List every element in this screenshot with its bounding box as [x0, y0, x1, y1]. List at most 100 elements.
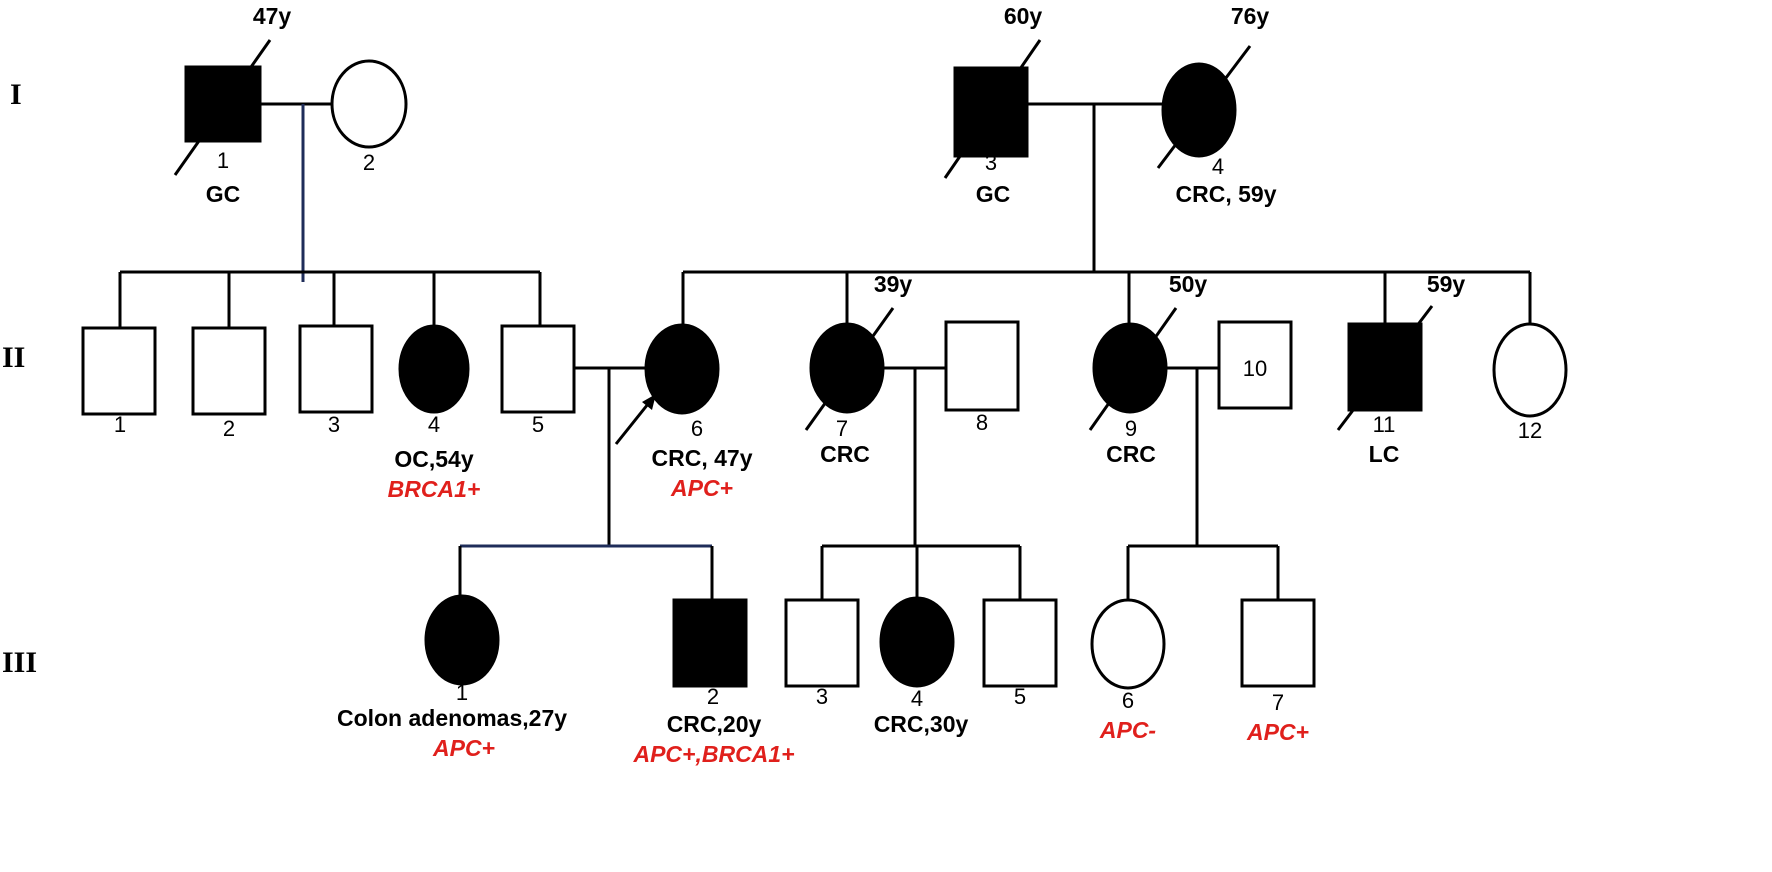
individual-number: 4	[428, 412, 440, 437]
individual-II-5: 5	[500, 324, 576, 437]
individual-number: 6	[691, 416, 703, 441]
individual-number: 11	[1373, 412, 1396, 437]
individual-number: 5	[532, 412, 544, 437]
unaffected-male-symbol	[298, 324, 374, 414]
individual-number: 8	[976, 410, 988, 435]
diagnosis-label: GC	[976, 181, 1011, 207]
individual-I-2: 2	[330, 59, 408, 175]
individual-III-4: 4 CRC,30y	[874, 596, 969, 737]
diagnosis-label: GC	[206, 181, 241, 207]
individual-III-6: 6 APC-	[1090, 598, 1166, 743]
unaffected-male-symbol	[944, 320, 1020, 412]
affected-male-symbol	[672, 598, 748, 688]
individual-III-2: 2 CRC,20y APC+,BRCA1+	[632, 598, 795, 767]
individual-number: 6	[1122, 688, 1134, 713]
individual-III-5: 5	[982, 598, 1058, 709]
unaffected-male-symbol	[1240, 598, 1316, 688]
deceased-slash	[1336, 305, 1434, 431]
unaffected-male-symbol	[81, 326, 157, 416]
unaffected-male-symbol	[982, 598, 1058, 688]
individual-number: 2	[707, 684, 719, 709]
generation-label-II: II	[2, 341, 25, 374]
individual-II-9: 9 50y CRC	[1088, 271, 1208, 467]
deceased-slash	[943, 39, 1042, 179]
individual-II-1: 1	[81, 326, 157, 437]
individual-II-10: 10	[1217, 320, 1293, 410]
individual-II-7: 7 39y CRC	[804, 271, 913, 467]
genetic-test-label: APC+	[670, 475, 733, 501]
diagnosis-label: Colon adenomas,27y	[337, 705, 567, 731]
individual-number: 4	[911, 686, 923, 711]
diagnosis-label: CRC, 47y	[652, 445, 753, 471]
individual-number: 3	[328, 412, 340, 437]
individual-number: 2	[223, 416, 235, 441]
affected-female-symbol	[398, 324, 470, 414]
diagnosis-label: CRC	[820, 441, 870, 467]
age-label: 39y	[874, 271, 913, 297]
individual-II-4: 4 OC,54y BRCA1+	[388, 324, 481, 502]
individual-II-2: 2	[191, 326, 267, 441]
age-label: 59y	[1427, 271, 1466, 297]
individual-number: 1	[456, 680, 468, 705]
age-label: 76y	[1231, 3, 1270, 29]
age-label: 47y	[253, 3, 292, 29]
unaffected-male-symbol	[784, 598, 860, 688]
individual-II-12: 12	[1492, 322, 1568, 443]
deceased-slash	[1088, 307, 1178, 431]
deceased-slash	[1156, 45, 1252, 169]
age-label: 60y	[1004, 3, 1043, 29]
affected-female-symbol	[879, 596, 955, 688]
individual-number: 12	[1518, 418, 1542, 443]
individual-number: 3	[816, 684, 828, 709]
diagnosis-label: CRC	[1106, 441, 1156, 467]
individual-number: 5	[1014, 684, 1026, 709]
generation-label-III: III	[2, 646, 37, 679]
unaffected-male-symbol	[191, 326, 267, 416]
genetic-test-label: BRCA1+	[388, 476, 481, 502]
individual-II-3: 3	[298, 324, 374, 437]
individual-number: 4	[1212, 154, 1224, 179]
unaffected-male-symbol	[1217, 320, 1293, 410]
individual-number: 10	[1243, 356, 1267, 381]
diagnosis-label: OC,54y	[394, 446, 473, 472]
individual-II-8: 8	[944, 320, 1020, 435]
affected-female-symbol	[424, 594, 500, 686]
individual-II-11: 11 59y LC	[1336, 271, 1466, 467]
affected-female-symbol	[644, 323, 720, 415]
individual-II-6: 6 CRC, 47y APC+	[614, 323, 753, 501]
unaffected-female-symbol	[1492, 322, 1568, 418]
diagnosis-label: CRC,20y	[667, 711, 762, 737]
diagnosis-label: CRC, 59y	[1176, 181, 1277, 207]
diagnosis-label: CRC,30y	[874, 711, 969, 737]
unaffected-female-symbol	[1090, 598, 1166, 690]
diagnosis-label: LC	[1369, 441, 1400, 467]
relationship-lines	[118, 102, 1532, 602]
individual-number: 3	[985, 150, 997, 175]
individual-III-1: 1 Colon adenomas,27y APC+	[337, 594, 567, 761]
affected-female-symbol	[1161, 62, 1237, 158]
affected-male-symbol	[184, 65, 262, 143]
individual-I-4: 4 76y CRC, 59y	[1156, 3, 1277, 207]
genetic-test-label: APC+	[432, 735, 495, 761]
individual-I-1: 1 47y GC	[173, 3, 292, 207]
deceased-slash	[804, 307, 895, 431]
individual-number: 1	[217, 148, 229, 173]
genetic-test-label: APC+,BRCA1+	[632, 741, 794, 767]
proband-arrow-icon	[614, 394, 656, 445]
individual-III-3: 3	[784, 598, 860, 709]
individual-number: 7	[1272, 690, 1284, 715]
age-label: 50y	[1169, 271, 1208, 297]
individual-III-7: 7 APC+	[1240, 598, 1316, 745]
individual-number: 1	[114, 412, 126, 437]
genetic-test-label: APC+	[1246, 719, 1309, 745]
individual-number: 9	[1125, 416, 1137, 441]
unaffected-female-symbol	[330, 59, 408, 149]
generation-label-I: I	[10, 78, 22, 111]
individual-I-3: 3 60y GC	[943, 3, 1043, 207]
unaffected-male-symbol	[500, 324, 576, 414]
individual-number: 7	[836, 416, 848, 441]
individual-number: 2	[363, 150, 375, 175]
deceased-slash	[173, 39, 272, 176]
genetic-test-label: APC-	[1099, 717, 1156, 743]
